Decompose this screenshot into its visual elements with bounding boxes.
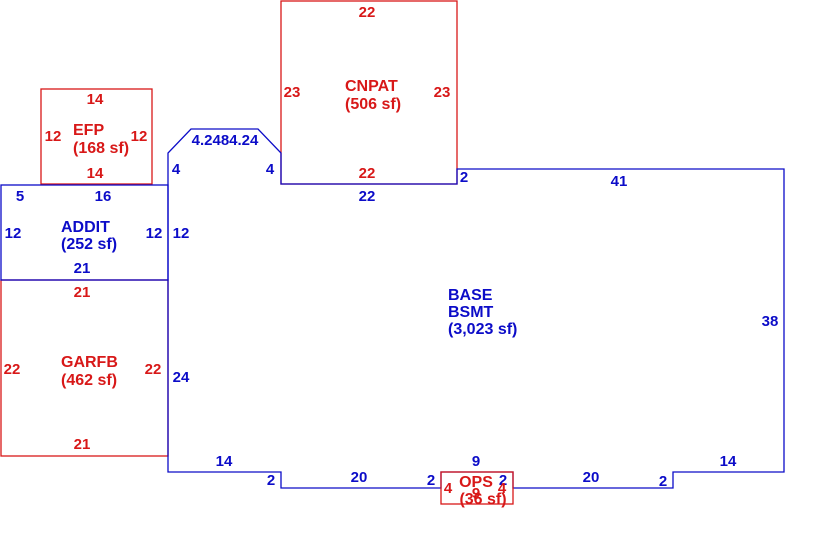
addit-right-dim: 12: [146, 225, 163, 242]
cnpat-area: 22 23 23 22 CNPAT (506 sf): [280, 0, 458, 185]
base-left-top-dim: 4: [172, 161, 181, 178]
ops-outline: [440, 471, 514, 505]
base-step-dim: 2: [460, 169, 468, 186]
efp-left-dim: 12: [45, 128, 62, 145]
base-bottom-right-step-dim: 2: [659, 473, 667, 490]
garfb-area: 21 22 22 21 GARFB (462 sf): [0, 279, 169, 457]
cnpat-right-dim: 23: [434, 84, 451, 101]
base-label-2: BSMT: [448, 304, 494, 321]
efp-label: EFP: [73, 122, 104, 139]
addit-top-left-dim: 5: [16, 188, 24, 205]
base-top-dim: 41: [611, 173, 628, 190]
addit-left-dim: 12: [5, 225, 22, 242]
garfb-label: GARFB: [61, 354, 118, 371]
addit-top-dim: 16: [95, 188, 112, 205]
base-bottom-left-dim: 14: [216, 453, 233, 470]
base-left-upper-dim: 12: [173, 225, 190, 242]
base-right-dim: 38: [762, 313, 779, 330]
ops-center-dim: 9: [472, 485, 480, 502]
cnpat-bottom-dim: 22: [359, 165, 376, 182]
ops-area-sf: (36 sf): [459, 491, 506, 508]
base-bottom-left-step-dim: 2: [267, 472, 275, 489]
cnpat-area-sf: (506 sf): [345, 96, 401, 113]
efp-top-dim: 14: [87, 91, 104, 108]
ops-right-dim: 4: [498, 480, 507, 497]
garfb-top-dim: 21: [74, 284, 91, 301]
base-area: 4.2484.24 4 4 12 22 2 41 38 24 14 2 20 2…: [167, 128, 785, 490]
base-chamfer-right-dim: 4: [266, 161, 275, 178]
efp-area-sf: (168 sf): [73, 140, 129, 157]
ops-label: OPS: [459, 474, 493, 491]
efp-outline: [40, 88, 153, 185]
base-bottom-right-dim: 14: [720, 453, 737, 470]
garfb-right-dim: 22: [145, 361, 162, 378]
cnpat-label: CNPAT: [345, 78, 398, 95]
ops-left-dim: 4: [444, 480, 453, 497]
cnpat-top-dim: 22: [359, 4, 376, 21]
addit-area-sf: (252 sf): [61, 236, 117, 253]
cnpat-left-dim: 23: [284, 84, 301, 101]
base-bottom-center-step-right-dim: 2: [499, 472, 507, 489]
addit-area: 5 16 12 12 21 ADDIT (252 sf): [0, 184, 169, 281]
base-bottom-center-dim: 9: [472, 453, 480, 470]
addit-label: ADDIT: [61, 219, 110, 236]
base-bottom-center-step-left-dim: 2: [427, 472, 435, 489]
base-area-sf: (3,023 sf): [448, 321, 517, 338]
addit-bottom-dim: 21: [74, 260, 91, 277]
base-bottom-mid-right-dim: 20: [583, 469, 600, 486]
garfb-bottom-dim: 21: [74, 436, 91, 453]
garfb-left-dim: 22: [4, 361, 21, 378]
base-label: BASE: [448, 287, 493, 304]
base-bottom-mid-left-dim: 20: [351, 469, 368, 486]
ops-area: 4 9 4 OPS (36 sf): [440, 471, 514, 508]
efp-right-dim: 12: [131, 128, 148, 145]
efp-area: 14 12 12 14 EFP (168 sf): [40, 88, 153, 185]
base-chamfer-dim: 4.2484.24: [192, 132, 259, 149]
garfb-area-sf: (462 sf): [61, 372, 117, 389]
base-left-lower-dim: 24: [173, 369, 190, 386]
efp-bottom-dim: 14: [87, 165, 104, 182]
base-under-cnpat-dim: 22: [359, 188, 376, 205]
